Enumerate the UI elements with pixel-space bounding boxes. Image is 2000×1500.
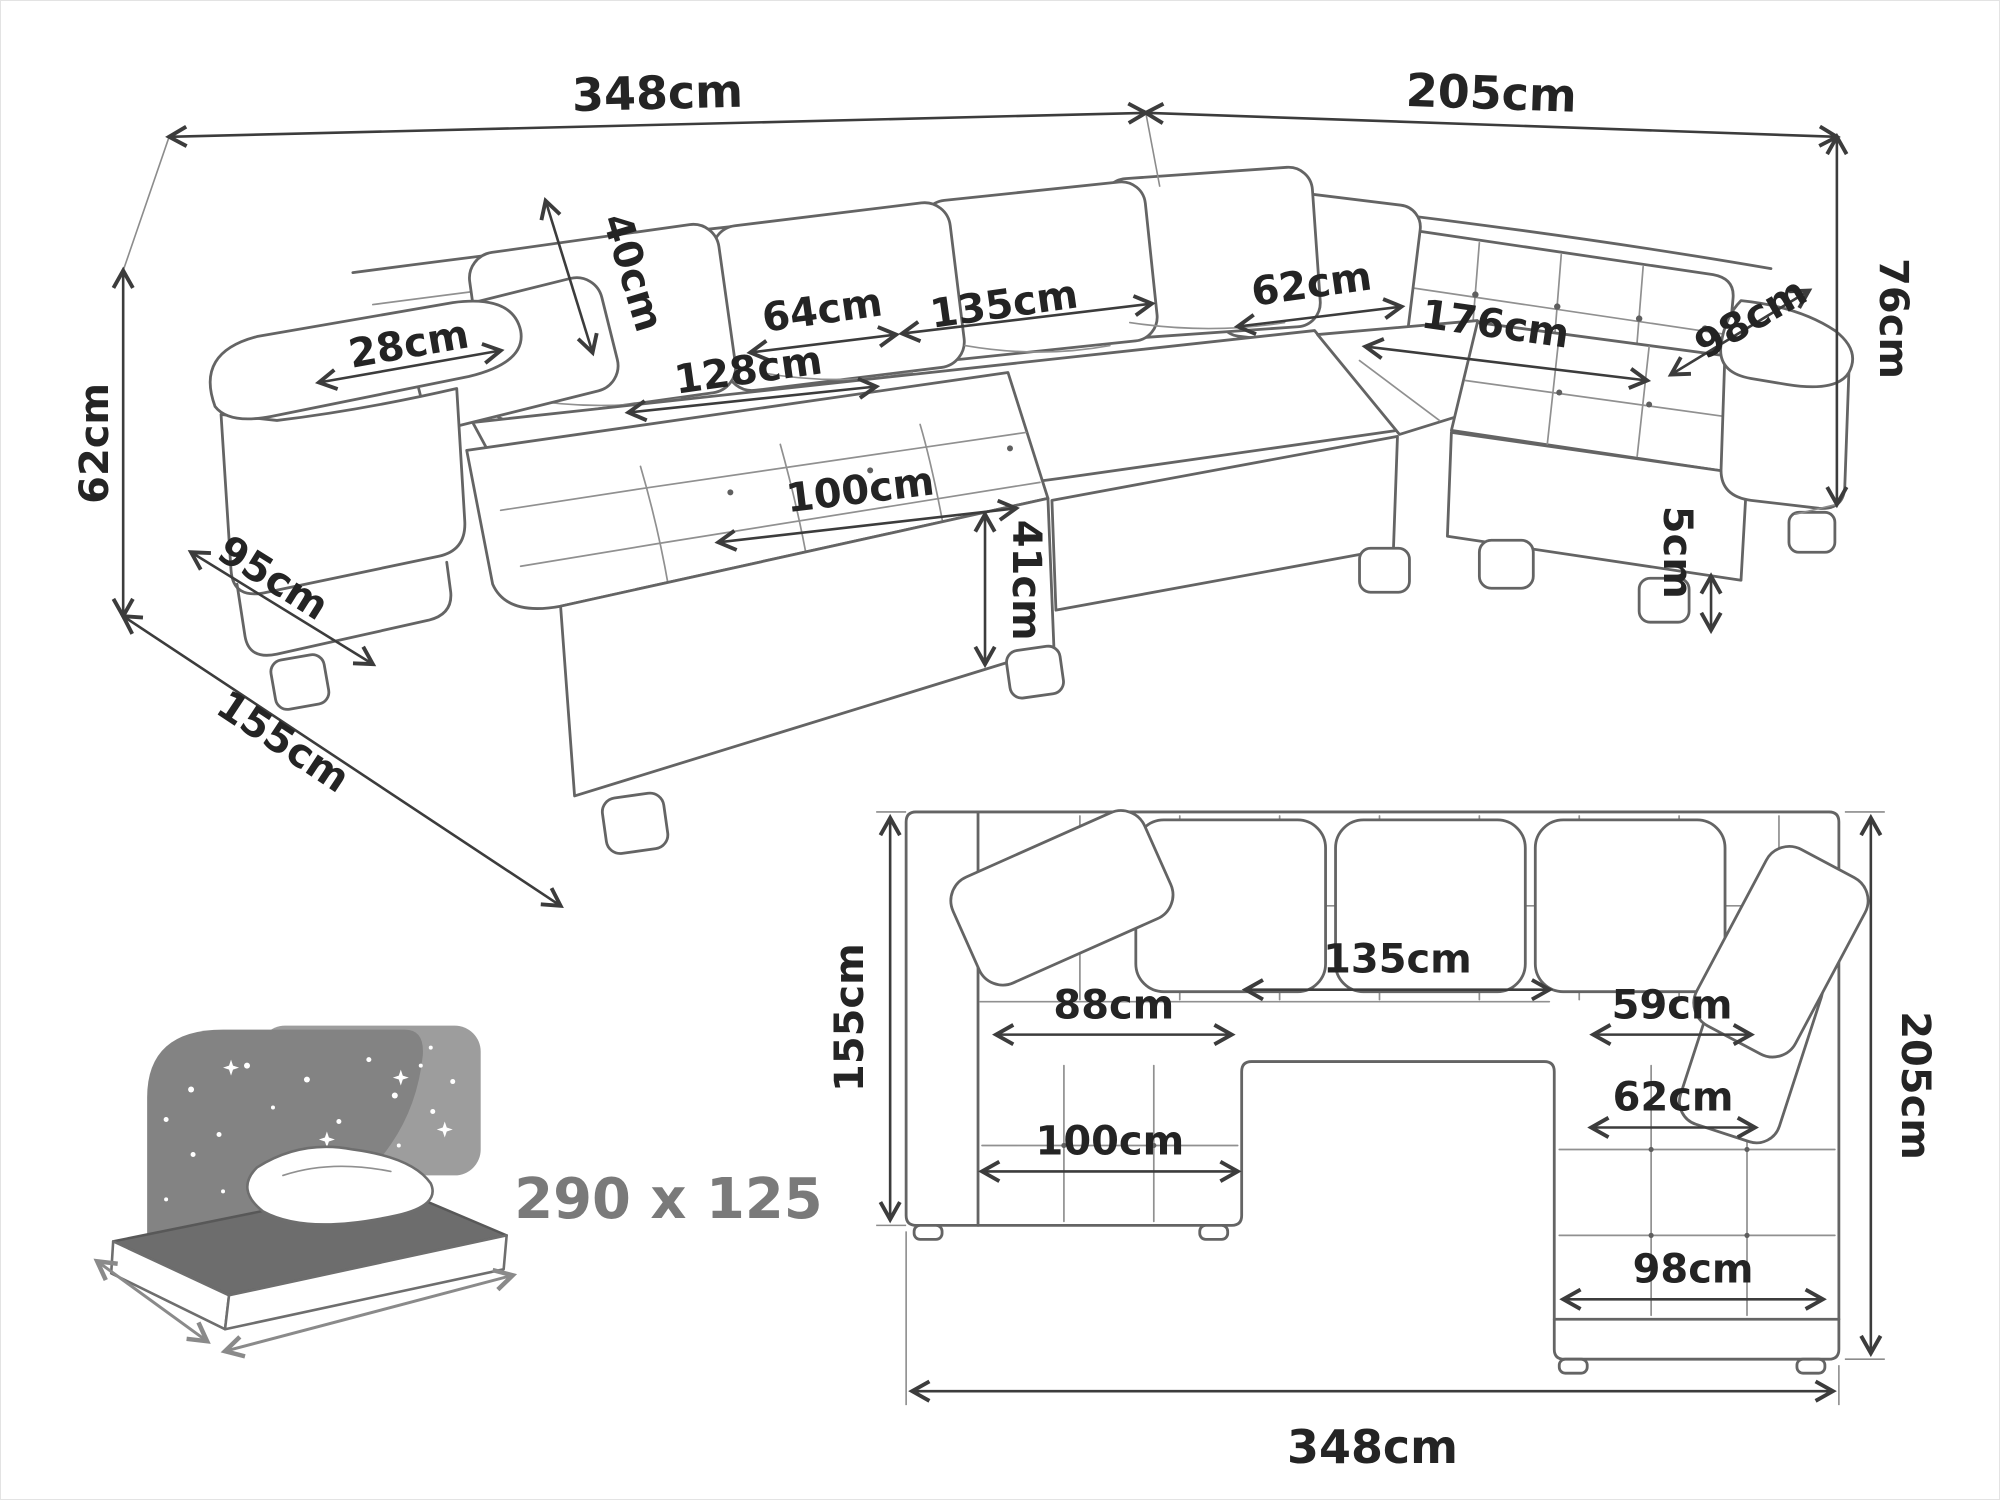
dim-right-width: 205cm	[1141, 63, 1841, 148]
unfold-arrow-front	[225, 1275, 513, 1351]
plan-foot-3	[1557, 1357, 1589, 1375]
chaise-leg-right	[1005, 644, 1065, 700]
middle-leg	[1358, 546, 1411, 594]
headboard-night-sky	[147, 1029, 423, 1252]
dim-back-width: 348cm	[165, 64, 1150, 148]
plan-dim-right-seat-top-label: 59cm	[1612, 983, 1733, 1029]
plan-dim-mid-seat: 135cm	[1241, 937, 1554, 1002]
bed-icon	[97, 1025, 513, 1352]
right-armrest-leg	[1787, 510, 1837, 554]
plan-dim-left-seat: 88cm	[992, 983, 1236, 1047]
plan-dim-right-seat-bottom: 98cm	[1559, 1246, 1827, 1311]
plan-dim-total-width-label: 348cm	[1287, 1420, 1458, 1474]
dim-chaise-depth: 155cm	[119, 613, 564, 908]
plan-dim-chaise-depth: 155cm	[827, 811, 907, 1227]
chaise-leg-left	[600, 791, 670, 855]
dim-leg-height: 5cm	[1654, 506, 1723, 635]
plan-dim-right-seat-bottom-label: 98cm	[1633, 1246, 1754, 1292]
dim-seat-height: 41cm	[973, 510, 1049, 669]
plan-foot-1	[912, 1223, 944, 1241]
plan-dim-right-seat-top: 59cm	[1589, 983, 1755, 1047]
dim-leg-height-label: 5cm	[1654, 506, 1700, 599]
left-armrest-leg	[269, 653, 331, 711]
dim-total-height: 76cm	[1825, 132, 1916, 509]
plan-dim-chaise-width-label: 100cm	[1036, 1118, 1185, 1164]
plan-dim-right-depth: 205cm	[1844, 811, 1938, 1360]
plan-dim-total-width: 348cm	[905, 1231, 1840, 1474]
plan-dim-left-seat-label: 88cm	[1053, 983, 1174, 1029]
plan-dim-chaise-width: 100cm	[978, 1118, 1242, 1183]
plan-dim-right-seat-mid-label: 62cm	[1613, 1075, 1734, 1121]
dim-arm-height: 62cm	[72, 266, 135, 621]
plan-dim-chaise-depth-label: 155cm	[827, 943, 873, 1092]
sleeping-function: 290 x 125	[97, 1025, 823, 1352]
plan-angled-pillow-left	[949, 809, 1175, 987]
bed-size-label: 290 x 125	[514, 1167, 822, 1232]
right-leg-1	[1477, 538, 1535, 590]
plan-foot-4	[1795, 1357, 1827, 1375]
plan-dim-mid-seat-label: 135cm	[1323, 937, 1472, 983]
plan-back-cushion-3	[1533, 818, 1727, 994]
plan-view: 155cm 205cm 348cm 135cm 88cm 59cm 62cm 1…	[827, 809, 1938, 1474]
right-leg-2	[1637, 576, 1691, 624]
dim-total-height-label: 76cm	[1870, 258, 1916, 379]
dim-right-width-label: 205cm	[1405, 63, 1578, 123]
dim-arm-height-label: 62cm	[72, 383, 118, 504]
unfold-arrow-left	[97, 1261, 207, 1341]
dim-seat-height-label: 41cm	[1003, 520, 1049, 641]
plan-foot-2	[1198, 1223, 1230, 1241]
sofa-perspective-sketch	[208, 165, 1854, 855]
perspective-view: 348cm 205cm 62cm 155cm 76cm 40cm 28cm 64…	[72, 63, 1916, 908]
duvet-pillow	[246, 1145, 434, 1226]
plan-dim-right-seat-mid: 62cm	[1587, 1075, 1759, 1139]
dim-back-width-label: 348cm	[571, 64, 743, 122]
plan-dim-right-depth-label: 205cm	[1892, 1011, 1938, 1160]
